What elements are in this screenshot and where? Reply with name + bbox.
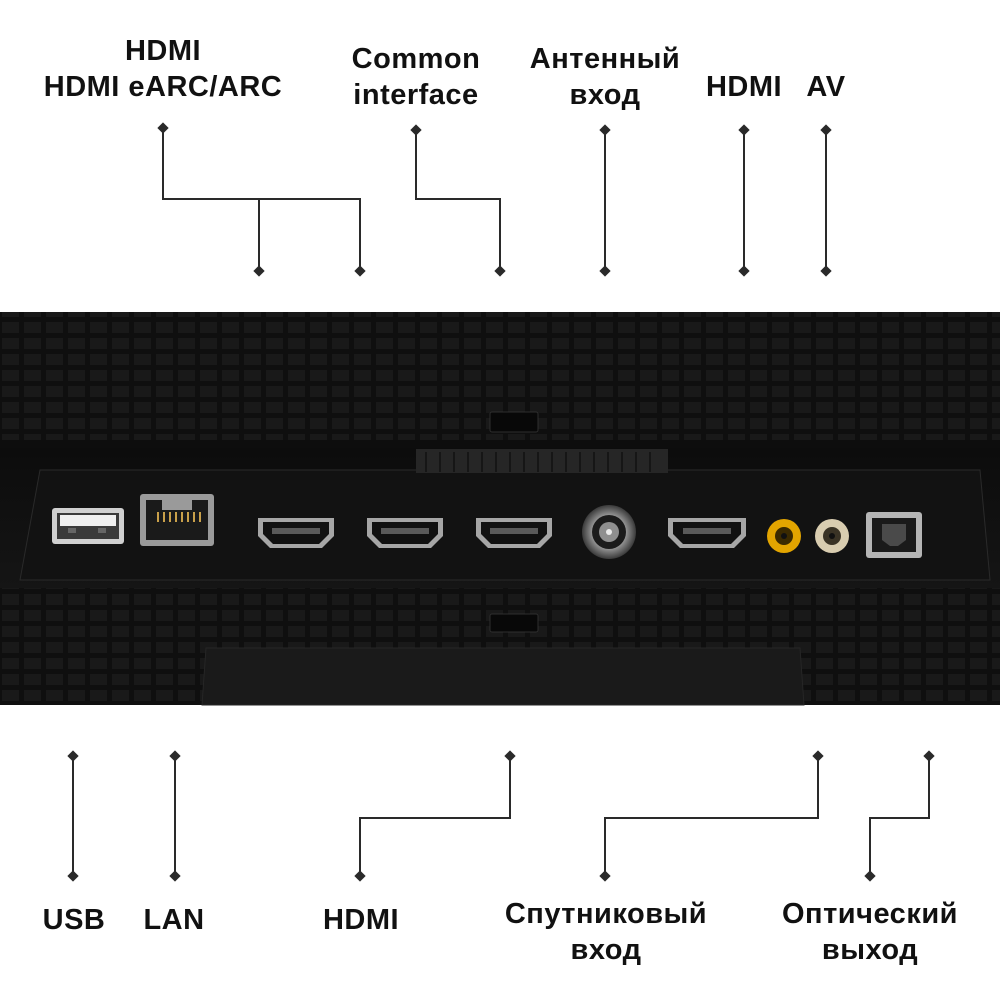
label-line: HDMI (124, 35, 202, 67)
label-lan: LAN (128, 902, 220, 938)
rca-jack-icon (815, 519, 849, 553)
optical-port-icon (866, 512, 922, 558)
label-usb: USB (28, 902, 120, 938)
rca-jack-icon (767, 519, 801, 553)
hdmi-port-icon (476, 518, 552, 548)
hdmi-port-icon (668, 518, 746, 548)
coaxial-port-icon (582, 505, 636, 559)
label-line: Оптический (782, 898, 958, 930)
label-line: выход (821, 934, 919, 966)
label-hdmi-top: HDMI (694, 69, 794, 105)
label-line: HDMI eARC/ARC (43, 71, 283, 103)
label-common-interface: Common interface (336, 41, 496, 113)
usb-port-icon (52, 508, 124, 544)
label-line: AV (806, 71, 846, 103)
label-line: вход (570, 934, 642, 966)
label-line: Спутниковый (504, 898, 708, 930)
label-line: HDMI (705, 71, 783, 103)
label-hdmi-earc: HDMI HDMI eARC/ARC (20, 33, 306, 105)
label-satellite-input: Спутниковый вход (490, 896, 722, 968)
label-av: AV (790, 69, 862, 105)
hdmi-port-icon (367, 518, 443, 548)
label-line: interface (353, 79, 479, 111)
label-line: USB (42, 904, 106, 936)
label-hdmi-bottom: HDMI (306, 902, 416, 938)
hdmi-port-icon (258, 518, 334, 548)
label-line: HDMI (322, 904, 400, 936)
label-line: LAN (143, 904, 205, 936)
label-line: Common (351, 43, 481, 75)
label-antenna-input: Антенный вход (512, 41, 698, 113)
ethernet-port-icon (140, 494, 214, 546)
label-line: Антенный (529, 43, 681, 75)
label-line: вход (569, 79, 641, 111)
label-optical-output: Оптический выход (764, 896, 976, 968)
